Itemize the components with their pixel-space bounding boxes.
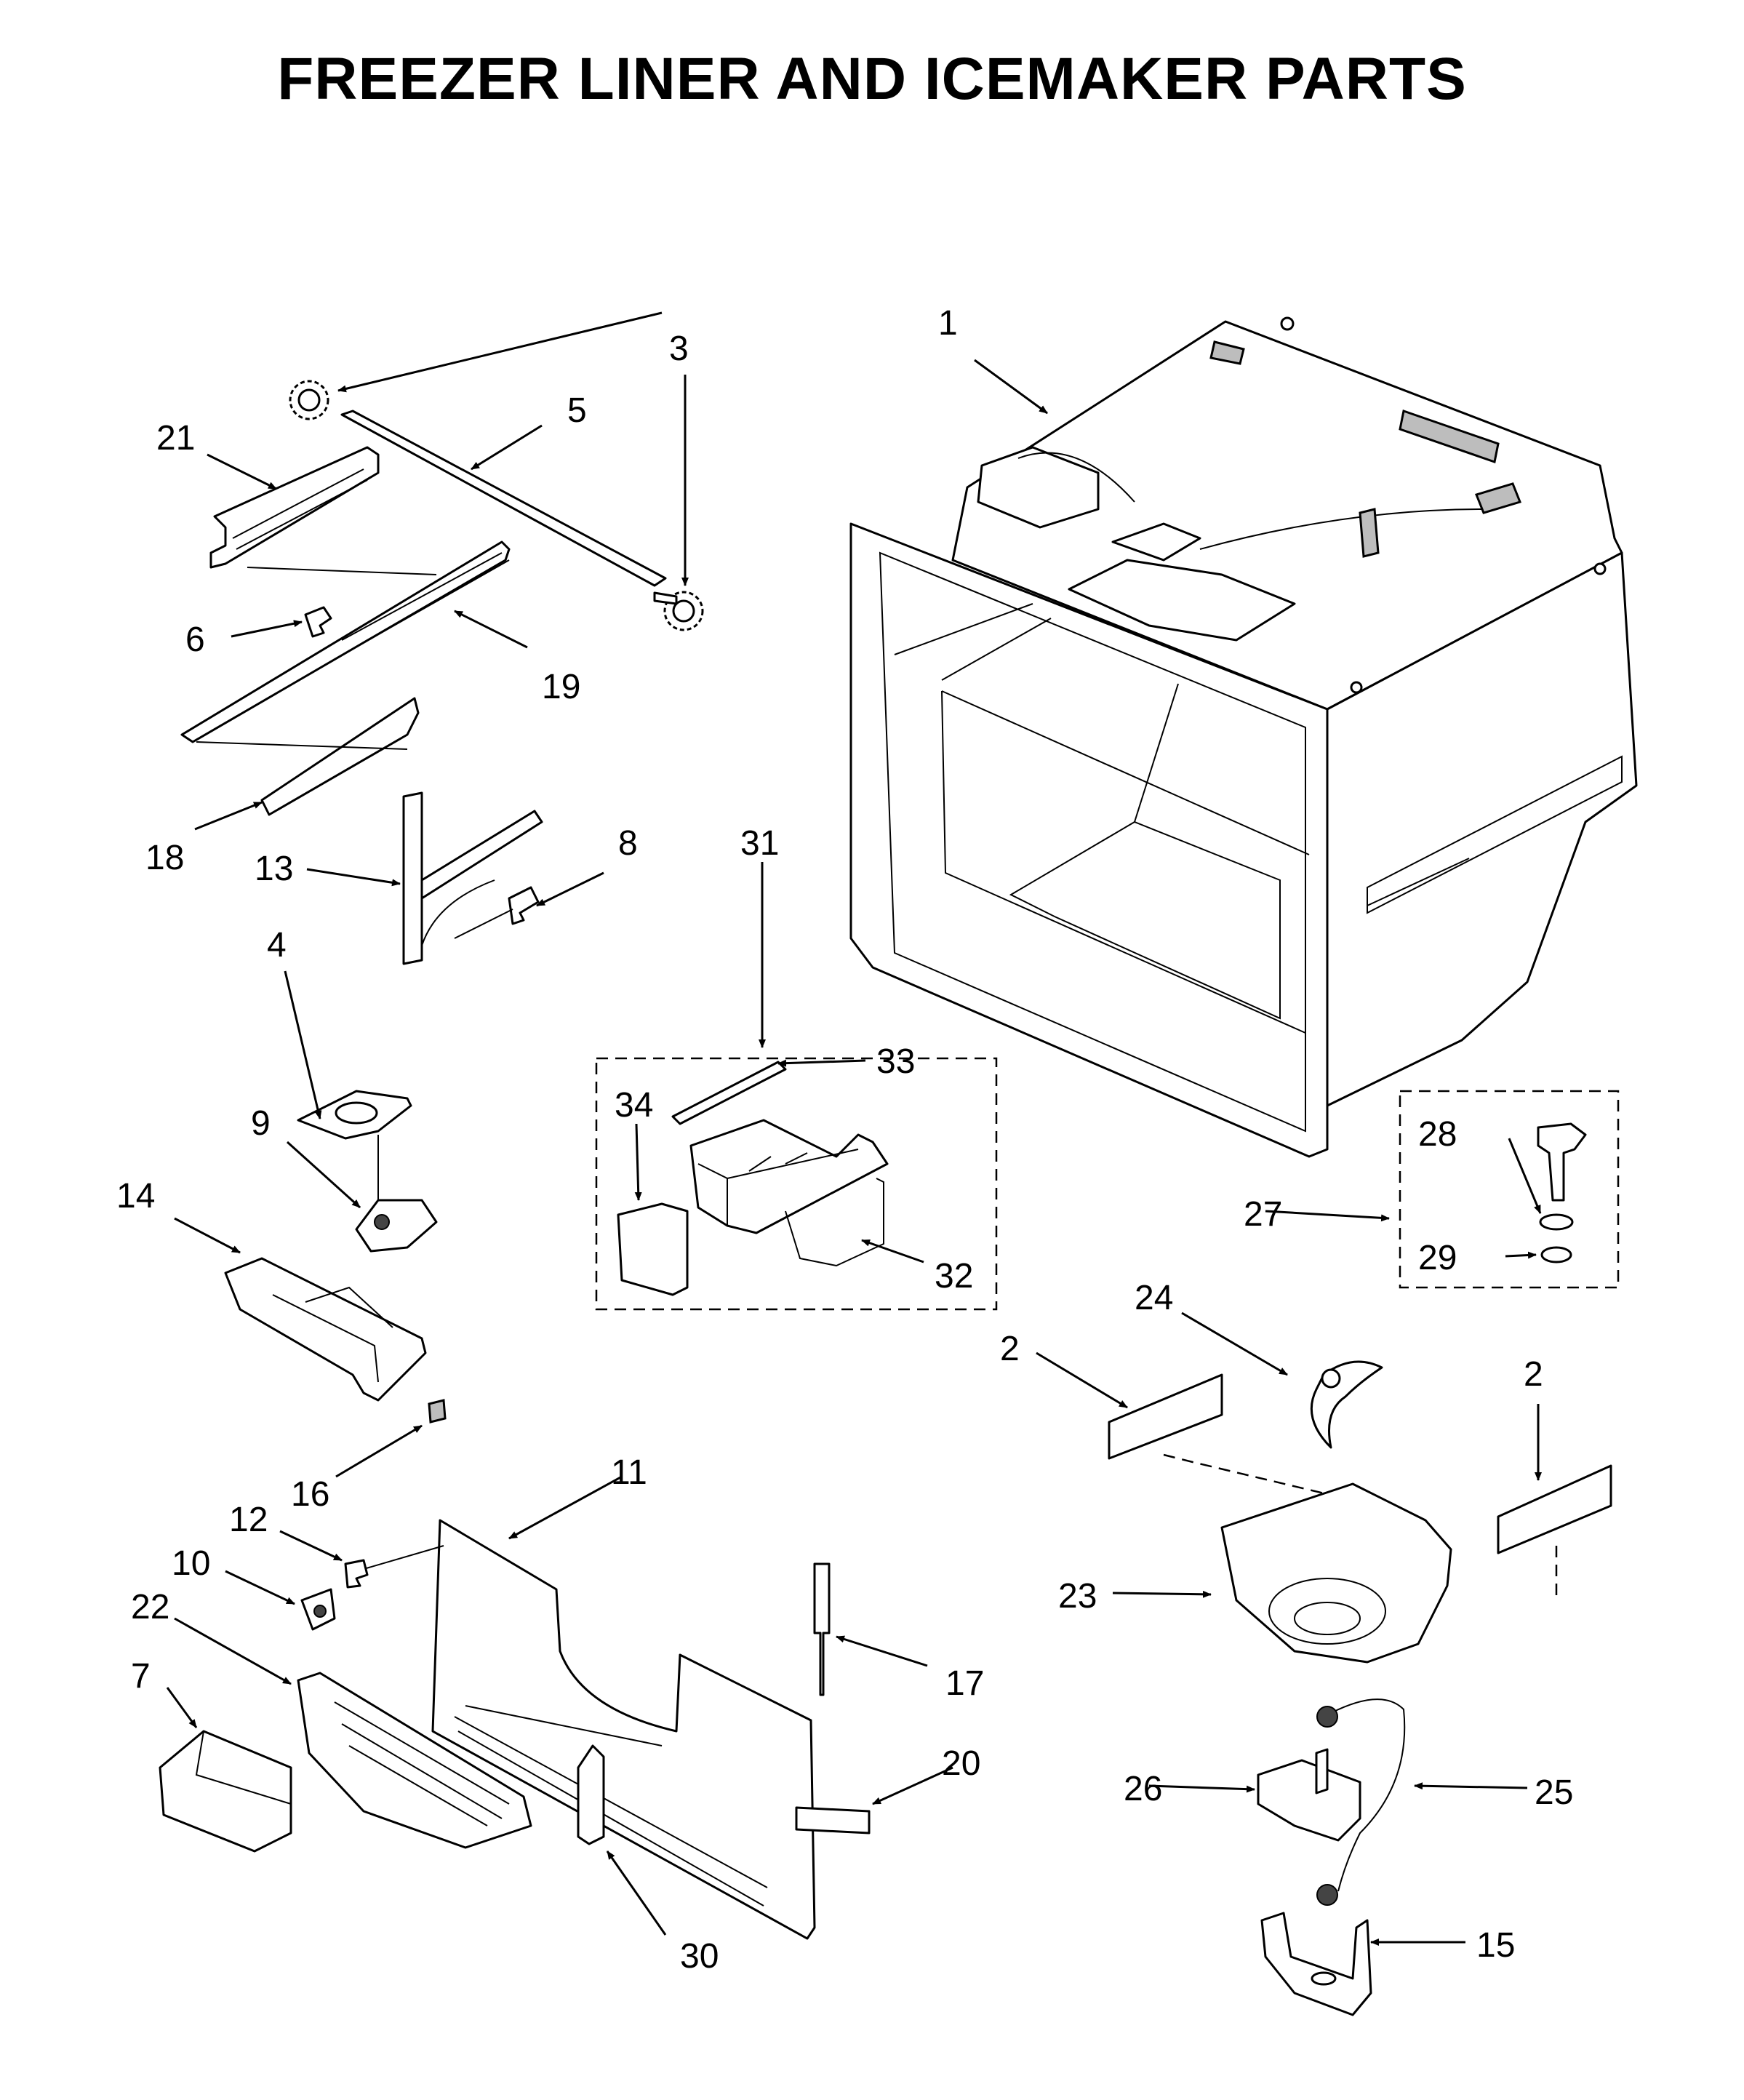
screw-12-part [344, 1559, 369, 1589]
callout-34: 34 [615, 1086, 653, 1125]
callout-22: 22 [131, 1588, 169, 1626]
callout-2-left: 2 [1000, 1330, 1020, 1368]
callout-23: 23 [1058, 1577, 1097, 1616]
callout-15: 15 [1476, 1926, 1515, 1965]
callout-29: 29 [1418, 1239, 1457, 1277]
callout-8: 8 [618, 824, 638, 863]
callout-31: 31 [740, 824, 779, 863]
screw-8-part [508, 886, 540, 925]
callout-9: 9 [251, 1104, 271, 1143]
callout-27: 27 [1244, 1195, 1282, 1234]
callout-32: 32 [935, 1257, 973, 1295]
fan-shroud-part [1220, 1482, 1452, 1664]
o-ring-part [1539, 1213, 1574, 1231]
icemaker-assembly-box [595, 1057, 998, 1311]
harness-part [671, 1061, 787, 1125]
callout-16: 16 [291, 1475, 329, 1514]
bucket-part [224, 1257, 427, 1402]
page-title: FREEZER LINER AND ICEMAKER PARTS [277, 46, 1467, 112]
auger-part [355, 1199, 438, 1253]
callout-12: 12 [229, 1501, 268, 1539]
callout-26: 26 [1124, 1770, 1162, 1808]
screw-part [304, 606, 332, 638]
bracket-part [209, 446, 380, 569]
callout-6: 6 [185, 620, 205, 659]
callout-19: 19 [542, 668, 580, 706]
pad-right-part [1497, 1464, 1612, 1554]
icemaker-part [689, 1119, 889, 1234]
wire-harness-part [1330, 1698, 1406, 1892]
callout-20: 20 [942, 1744, 980, 1783]
callout-7: 7 [131, 1657, 151, 1696]
freezer-liner-part [849, 316, 1638, 1158]
callout-13: 13 [255, 850, 293, 888]
callout-25: 25 [1535, 1773, 1573, 1812]
rod-part [340, 410, 667, 587]
fitting-part [1537, 1122, 1587, 1202]
callout-1: 1 [938, 304, 958, 343]
grille-part [297, 1672, 532, 1849]
callout-17: 17 [945, 1664, 984, 1703]
seal-part [1540, 1246, 1572, 1263]
shutoff-arm-part [785, 1178, 884, 1267]
callout-30: 30 [680, 1937, 719, 1976]
gear-part [289, 380, 704, 631]
callout-labels: 1 2 2 3 4 5 6 7 8 9 10 11 12 13 14 15 16… [116, 304, 1573, 1976]
callout-14: 14 [116, 1177, 155, 1215]
cover-part [159, 1730, 292, 1853]
callout-2-right: 2 [1524, 1355, 1543, 1394]
callout-21: 21 [156, 419, 195, 458]
motor-bracket-15-part [1260, 1912, 1372, 2016]
pad-left-part [1108, 1373, 1223, 1460]
callout-24: 24 [1135, 1279, 1173, 1317]
strip-part [795, 1806, 871, 1834]
clip-30-part [577, 1744, 605, 1845]
thermistor-part [813, 1562, 831, 1696]
callout-33: 33 [876, 1042, 915, 1081]
back-panel-part [431, 1519, 816, 1940]
callout-28: 28 [1418, 1115, 1457, 1154]
fan-motor-part [1257, 1759, 1361, 1842]
motor-bracket-part [402, 791, 423, 965]
callout-10: 10 [172, 1544, 210, 1583]
callout-11: 11 [611, 1453, 647, 1492]
callout-18: 18 [145, 839, 184, 877]
clip-part [428, 1399, 447, 1424]
callout-5: 5 [567, 391, 587, 430]
callout-3: 3 [669, 330, 689, 368]
rail-bracket-part [260, 697, 420, 816]
front-cover-part [617, 1202, 689, 1296]
callout-4: 4 [267, 926, 287, 965]
leader-lines [166, 311, 1542, 1946]
rail-part [180, 540, 511, 743]
